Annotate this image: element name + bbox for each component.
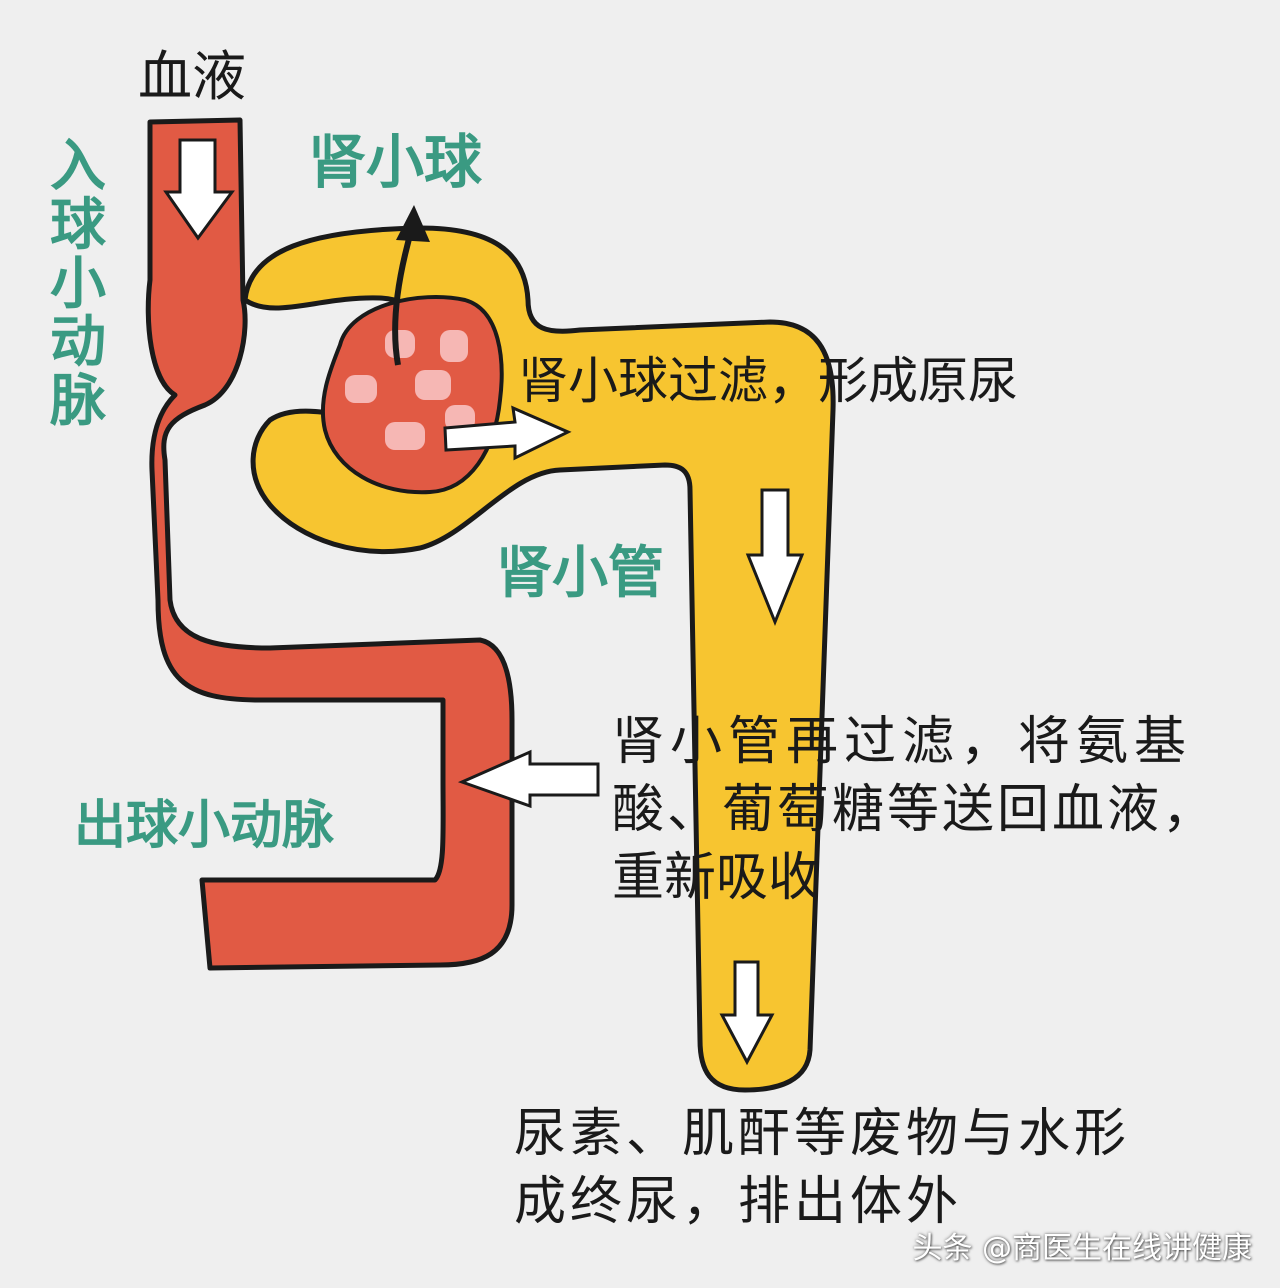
down-arrow-tubule-upper xyxy=(745,488,805,627)
tubule-label: 肾小管 xyxy=(496,541,664,606)
down-arrow-tubule-lower xyxy=(719,960,775,1066)
final-urine-line-2: 成终尿，排出体外 xyxy=(514,1172,963,1232)
glomerulus-label: 肾小球 xyxy=(308,128,483,196)
final-urine-line-1: 尿素、肌酐等废物与水形 xyxy=(514,1104,1131,1164)
blood-label: 血液 xyxy=(138,45,246,108)
left-arrow-reabsorption xyxy=(457,749,600,809)
reabsorption-line-2: 酸、葡萄糖等送回血液， xyxy=(612,780,1218,840)
right-arrow-filtration xyxy=(443,405,572,461)
glomerulus-up-arrowhead xyxy=(396,205,430,242)
afferent-arteriole-label: 入球小动脉 xyxy=(50,134,106,435)
efferent-arteriole-label: 出球小动脉 xyxy=(74,796,335,856)
watermark: 头条 @商医生在线讲健康 xyxy=(912,1231,1252,1266)
reabsorption-line-3: 重新吸收 xyxy=(612,848,821,908)
down-arrow-afferent xyxy=(163,138,235,241)
glomerulus-spots xyxy=(345,330,475,450)
glomerulus-up-arrow xyxy=(392,227,415,366)
reabsorption-line-1: 肾小管再过滤，将氨基 xyxy=(612,712,1193,772)
arteriole-vessel xyxy=(145,117,515,971)
filtration-label: 肾小球过滤，形成原尿 xyxy=(518,352,1018,410)
